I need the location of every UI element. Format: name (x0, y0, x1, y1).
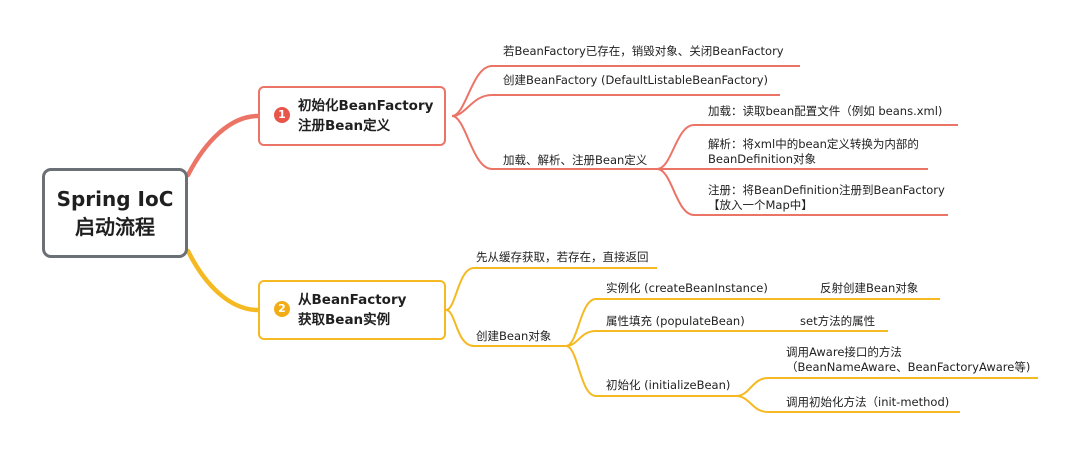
initialize-label: 初始化 (initializeBean) (606, 378, 731, 392)
connector-init-method (735, 395, 960, 413)
load-register-label-line2: 【放入一个Map中】 (708, 198, 813, 212)
connector-create-populate (565, 330, 772, 347)
populate-detail-label: set方法的属性 (800, 314, 876, 328)
init-aware-label-line2: （BeanNameAware、BeanFactoryAware等) (786, 360, 1031, 374)
load-register-label-line1: 注册：将BeanDefinition注册到BeanFactory (708, 183, 945, 197)
connector-create-initialize (565, 345, 736, 397)
instantiate-label: 实例化 (createBeanInstance) (606, 281, 768, 295)
b2-create-label: 创建Bean对象 (476, 329, 552, 343)
branch2-node: 2 从BeanFactory 获取Bean实例 (258, 280, 446, 340)
branch2-title-line2: 获取Bean实例 (298, 312, 391, 328)
branch2-title-line1: 从BeanFactory (298, 292, 407, 308)
b2-cache-label: 先从缓存获取，若存在，直接返回 (476, 250, 649, 264)
b1-destroy-label: 若BeanFactory已存在，销毁对象、关闭BeanFactory (503, 44, 784, 58)
populate-label: 属性填充 (populateBean) (606, 314, 745, 328)
branch1-node: 1 初始化BeanFactory 注册Bean定义 (258, 86, 446, 146)
branch2-number-badge: 2 (274, 301, 290, 317)
connector-b2-create (445, 309, 566, 347)
connector-b1-destroy (451, 65, 800, 117)
branch1-number-badge: 1 (274, 107, 290, 123)
init-aware-label-line1: 调用Aware接口的方法 (786, 345, 902, 359)
branch1-title-line2: 注册Bean定义 (298, 118, 391, 134)
connector-b1-load (451, 115, 657, 170)
root-title-line1: Spring IoC (56, 187, 174, 211)
b1-create-label: 创建BeanFactory (DefaultListableBeanFactor… (503, 73, 768, 87)
load-read-label: 加载：读取bean配置文件（例如 beans.xml) (708, 104, 943, 118)
connector-init-aware (735, 377, 1038, 397)
init-method-label: 调用初始化方法（init-method) (786, 395, 950, 409)
connector-root-branch2 (185, 248, 261, 313)
instantiate-detail-label: 反射创建Bean对象 (820, 281, 919, 295)
root-title-line2: 启动流程 (75, 215, 155, 239)
root-node: Spring IoC 启动流程 (42, 168, 188, 258)
connector-root-branch1 (185, 113, 261, 178)
load-parse-label-line1: 解析：将xml中的bean定义转换为内部的 (708, 137, 919, 151)
connector-b1-create (451, 94, 780, 117)
branch1-title-line1: 初始化BeanFactory (298, 98, 434, 114)
load-parse-label-line2: BeanDefinition对象 (708, 152, 816, 166)
b1-load-label: 加载、解析、注册Bean定义 (503, 153, 648, 167)
connector-load-read (656, 124, 958, 170)
connector-b2-cache (445, 267, 657, 311)
connector-load-register (656, 168, 948, 216)
